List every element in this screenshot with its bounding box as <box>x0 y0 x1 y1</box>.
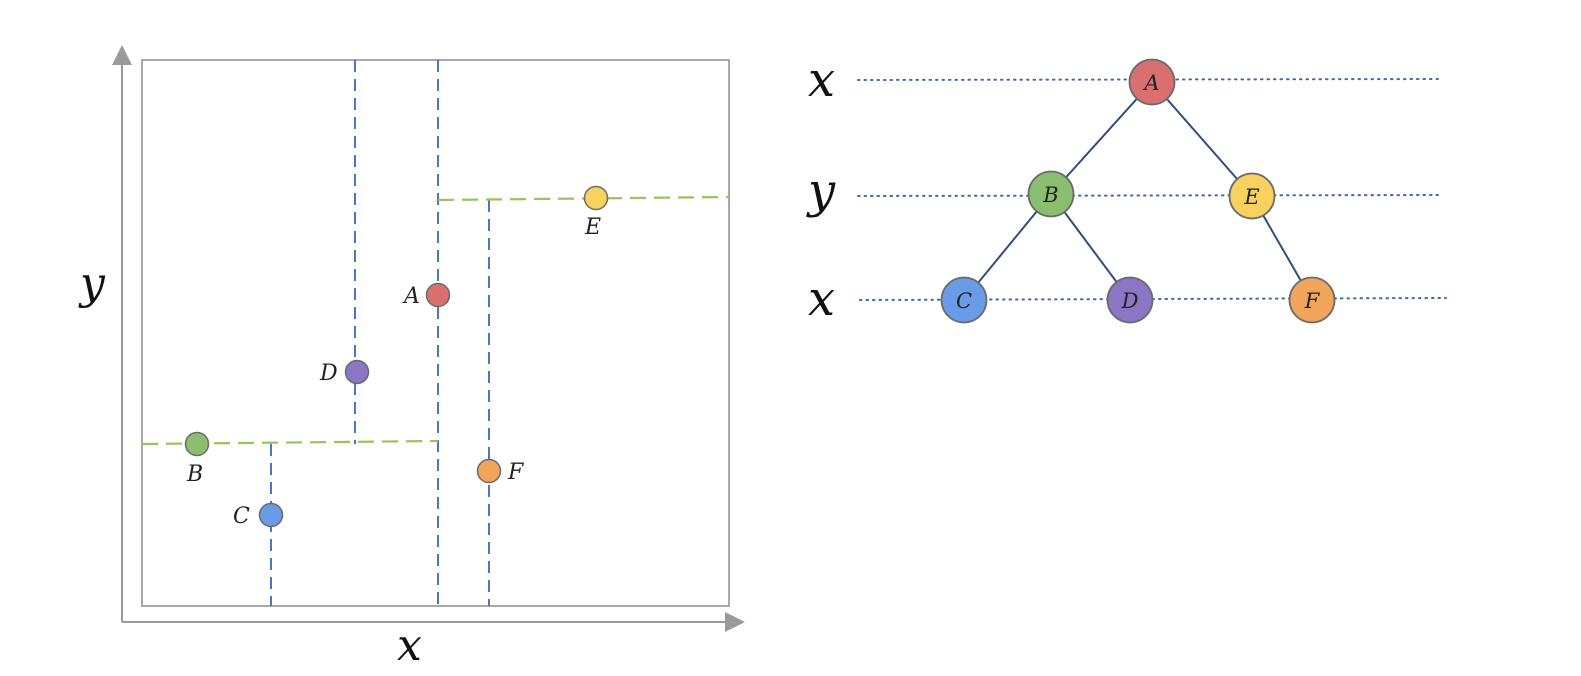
vertical-splits <box>270 60 490 606</box>
point-label-F: F <box>507 460 524 485</box>
point-label-A: A <box>402 284 420 309</box>
node-label-F: F <box>1304 289 1321 313</box>
node-E <box>1228 172 1276 220</box>
plot-frame <box>141 59 730 607</box>
point-F <box>476 458 502 484</box>
x-axis-label: x <box>397 620 422 671</box>
point-label-E: E <box>584 215 601 240</box>
point-D <box>344 359 370 385</box>
level-label-1: y <box>806 163 836 219</box>
horizontal-splits <box>141 195 730 446</box>
level-guides <box>857 78 1447 301</box>
level-label-0: x <box>808 52 835 108</box>
node-D <box>1106 276 1154 324</box>
points <box>184 185 609 528</box>
node-label-E: E <box>1243 185 1259 209</box>
y-axis-label: y <box>78 258 106 309</box>
edge-A-B <box>1050 81 1153 195</box>
edge-A-E <box>1151 81 1253 197</box>
level-guide-1 <box>857 194 1443 197</box>
point-C <box>258 502 284 528</box>
node-label-A: A <box>1142 71 1159 95</box>
point-E <box>583 185 609 211</box>
node-label-D: D <box>1121 289 1139 313</box>
point-A <box>425 282 451 308</box>
node-label-C: C <box>956 289 972 313</box>
point-B <box>184 431 210 457</box>
node-label-B: B <box>1042 183 1058 207</box>
kd-tree: x y x A B E C D F <box>806 52 1447 327</box>
tree-nodes <box>940 58 1336 324</box>
point-label-C: C <box>233 504 250 529</box>
node-B <box>1027 170 1075 218</box>
point-label-D: D <box>319 361 338 386</box>
node-A <box>1128 58 1176 106</box>
point-labels: A B C D E F <box>186 215 601 529</box>
level-label-2: x <box>808 271 835 327</box>
node-C <box>940 276 988 324</box>
partition-plot: A B C D E F y x <box>78 45 745 671</box>
tree-node-labels: A B E C D F <box>956 71 1321 313</box>
node-F <box>1288 276 1336 324</box>
split-line-E <box>437 195 730 202</box>
point-label-B: B <box>186 462 203 487</box>
